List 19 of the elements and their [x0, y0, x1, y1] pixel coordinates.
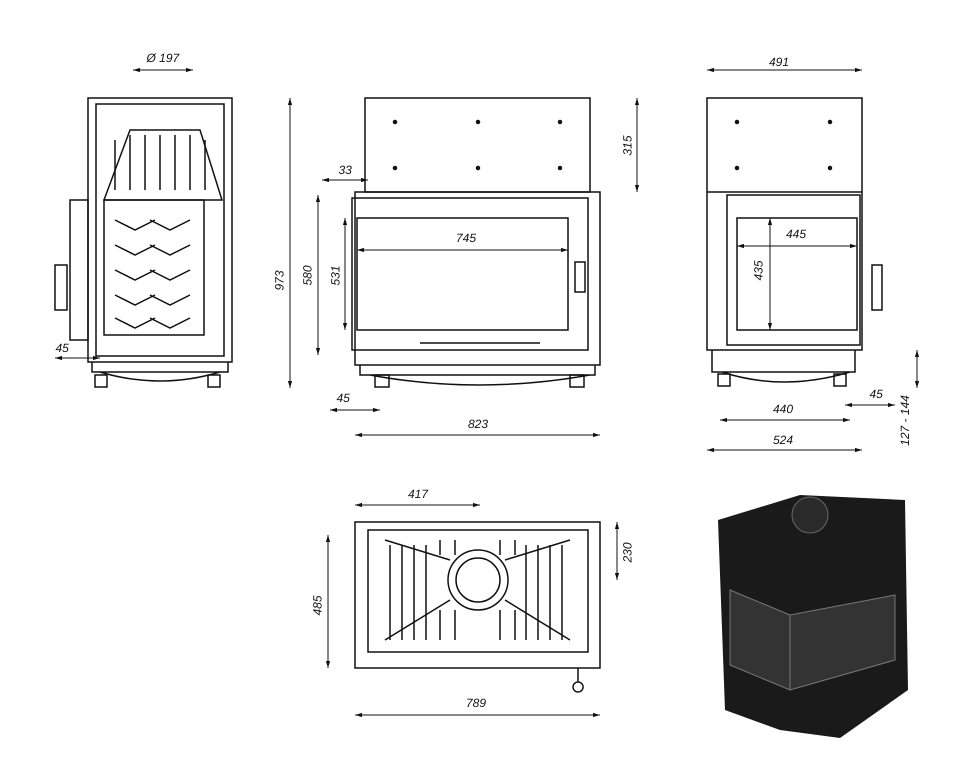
dimension-label: 789: [464, 696, 488, 710]
dimension-label: 445: [784, 228, 808, 240]
dimension-label: 230: [622, 540, 635, 564]
dimension-label: 45: [334, 392, 352, 404]
dimension-label: 417: [406, 488, 430, 500]
dimension-label: Ø 197: [144, 52, 182, 64]
dimension-label: 580: [302, 262, 315, 288]
dimension-label: 435: [752, 258, 766, 282]
dimension-label: 485: [312, 592, 325, 618]
dimension-label: 45: [868, 388, 885, 400]
dimension-label: 823: [466, 418, 490, 430]
dimension-label: 127 - 144: [898, 392, 912, 448]
dimension-label: 973: [274, 268, 287, 292]
dimension-label: 45: [54, 342, 71, 354]
dimension-label: 315: [622, 132, 635, 158]
dimension-label: 440: [771, 402, 796, 416]
dimension-label: 524: [771, 434, 796, 446]
dimension-label: 33: [336, 164, 354, 176]
dimension-label: 745: [454, 232, 478, 244]
